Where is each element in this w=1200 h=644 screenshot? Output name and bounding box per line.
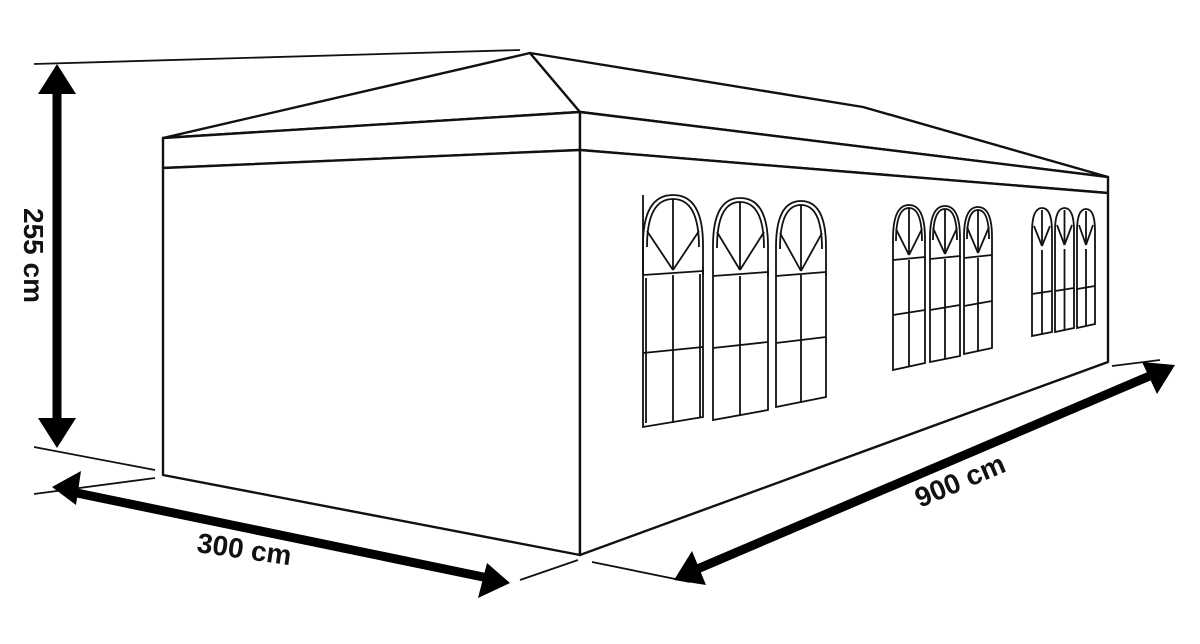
window (642, 194, 704, 429)
window-group-1 (642, 194, 827, 429)
window (929, 205, 961, 364)
width-dimension-arrow (52, 471, 510, 598)
window (1054, 207, 1075, 334)
window (1076, 208, 1096, 330)
window (775, 200, 827, 409)
window-group-2 (892, 204, 993, 372)
height-dimension-arrow (38, 64, 76, 448)
tent-side-wall (578, 148, 1110, 557)
window (963, 206, 993, 356)
window (712, 197, 769, 422)
window (1031, 207, 1053, 338)
height-label: 255 cm (18, 208, 49, 303)
window-group-3 (1031, 207, 1096, 338)
length-dimension-arrow (674, 362, 1175, 585)
tent-front-wall (161, 148, 582, 557)
window (892, 204, 926, 372)
extension-lines (33, 49, 1161, 583)
